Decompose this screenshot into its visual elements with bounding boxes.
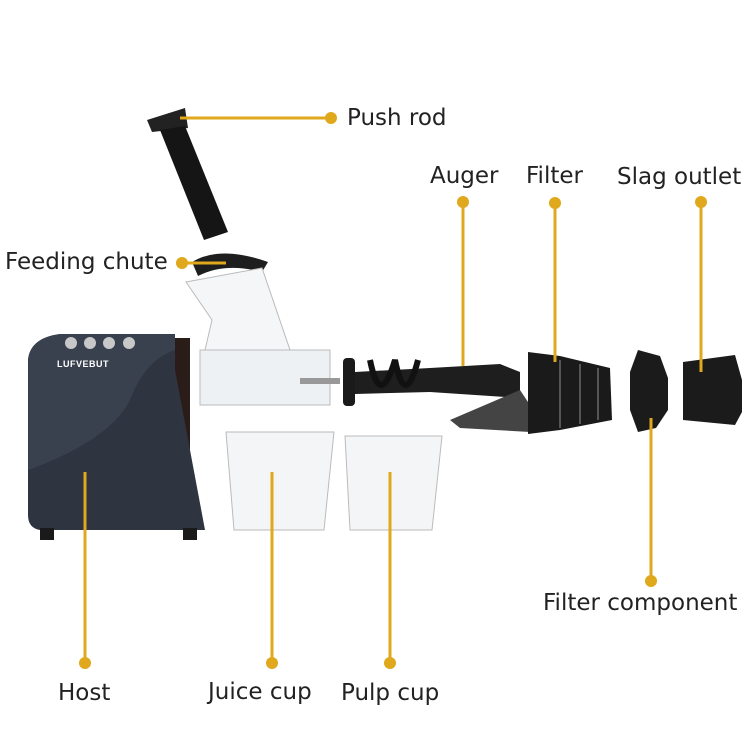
- label-auger: Auger: [430, 163, 499, 189]
- pulp-cup-part: [344, 435, 443, 531]
- label-host: Host: [58, 680, 111, 706]
- filter-component-part: [630, 350, 668, 432]
- push-rod-part: [147, 108, 228, 240]
- slag-outlet-part: [683, 355, 742, 425]
- label-slag-outlet: Slag outlet: [617, 164, 742, 190]
- label-push-rod: Push rod: [347, 105, 447, 131]
- callout-lines: [79, 112, 707, 669]
- auger-part: [343, 358, 540, 432]
- label-filter: Filter: [526, 163, 583, 189]
- juice-cup-part: [225, 431, 335, 531]
- label-feeding-chute: Feeding chute: [5, 249, 168, 275]
- filter-part: [528, 352, 612, 434]
- label-filter-component: Filter component: [543, 590, 738, 616]
- label-juice-cup: Juice cup: [208, 679, 312, 705]
- host-part: LUFVEBUT: [28, 334, 205, 540]
- feeding-chute-part: [185, 253, 340, 406]
- brand-logo: LUFVEBUT: [57, 359, 109, 369]
- label-pulp-cup: Pulp cup: [341, 680, 440, 706]
